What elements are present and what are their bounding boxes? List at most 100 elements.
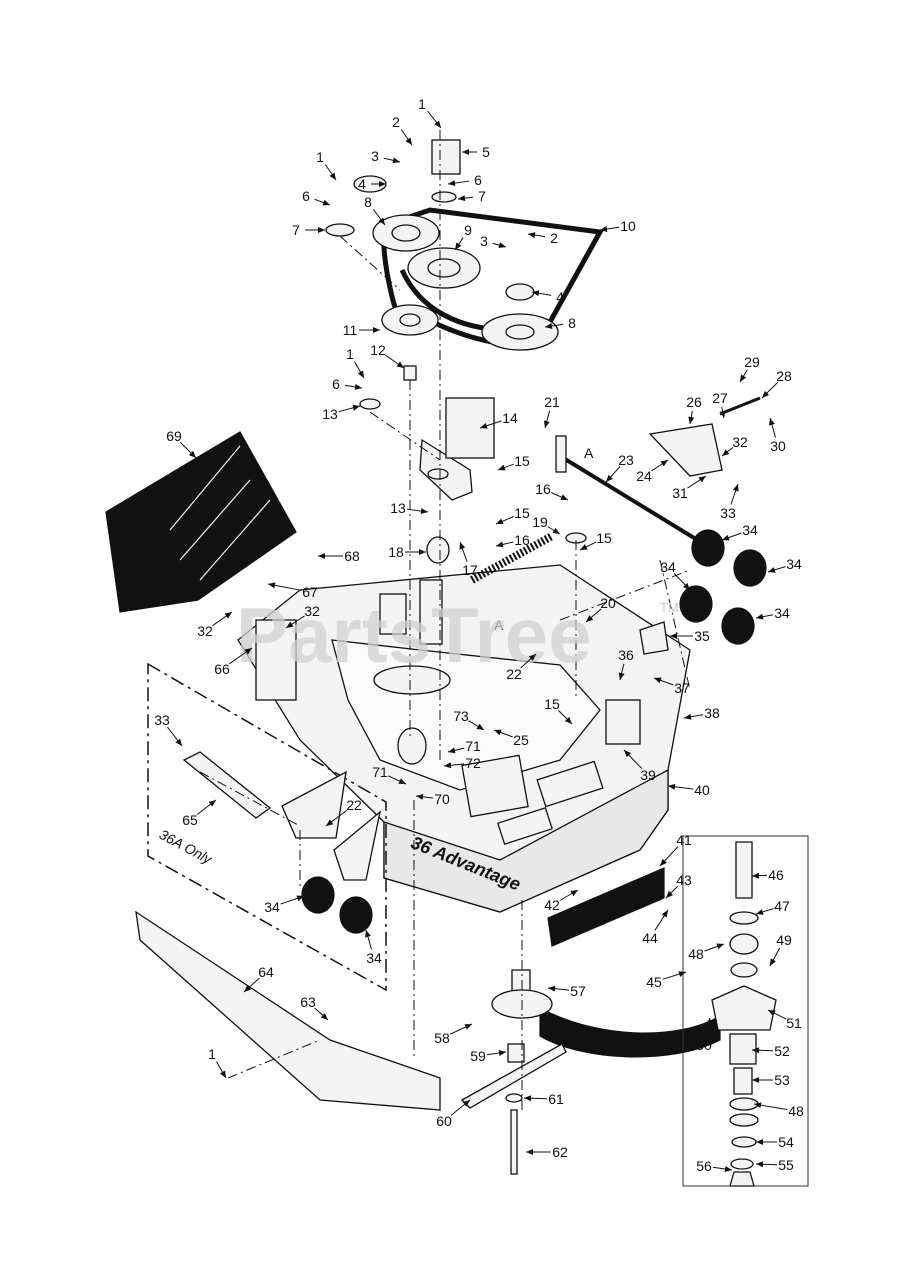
callout-58: 58	[434, 1023, 473, 1046]
callout-number: 68	[344, 548, 360, 564]
callout-number: 73	[453, 708, 469, 724]
callout-51: 51	[767, 1009, 802, 1031]
callout-39: 39	[623, 749, 656, 783]
leader-arrowhead	[722, 449, 730, 456]
callout-number: 61	[548, 1091, 564, 1107]
callout-number: 62	[552, 1144, 568, 1160]
leader-arrowhead	[580, 544, 588, 550]
leader-arrowhead	[752, 1047, 760, 1054]
leader-arrowhead	[586, 615, 594, 622]
leader-arrowhead	[660, 460, 668, 467]
callout-number: 34	[264, 899, 280, 915]
leader-arrowhead	[666, 890, 674, 898]
callout-number: 25	[513, 732, 529, 748]
callout-36: 36	[618, 647, 634, 681]
leader-arrowhead	[552, 527, 560, 534]
leader-arrowhead	[528, 654, 536, 661]
callout-44: 44	[642, 909, 669, 946]
callout-16: 16	[535, 481, 569, 501]
callout-25: 25	[493, 729, 529, 748]
leader-arrowhead	[543, 420, 550, 428]
rollers	[301, 396, 767, 934]
callout-69: 69	[166, 428, 197, 459]
leader-arrowhead	[296, 895, 304, 902]
leader-arrowhead	[678, 971, 686, 977]
callout-21: 21	[543, 394, 560, 429]
callout-number: 16	[514, 532, 530, 548]
leader-arrowhead	[545, 323, 553, 329]
leader-arrowhead	[768, 567, 776, 573]
leader-arrowhead	[416, 793, 424, 800]
callout-number: 13	[322, 406, 338, 422]
callout-number: 1	[418, 96, 426, 112]
leader-arrowhead	[660, 858, 667, 866]
callout-16: 16	[495, 532, 530, 548]
callout-34: 34	[755, 605, 790, 621]
callout-number: 1	[316, 149, 324, 165]
leader-arrowhead	[654, 677, 662, 684]
callout-1: 1	[208, 1046, 227, 1079]
callout-73: 73	[453, 708, 485, 731]
leader-arrowhead	[392, 157, 400, 164]
callout-34: 34	[264, 895, 305, 915]
callout-number: 1	[208, 1046, 216, 1062]
callout-number: 32	[732, 434, 748, 450]
callout-2: 2	[527, 230, 558, 246]
callout-14: 14	[479, 410, 518, 429]
callout-number: 7	[478, 188, 486, 204]
callout-number: 58	[434, 1030, 450, 1046]
callout-number: 15	[514, 453, 530, 469]
callout-number: 65	[182, 812, 198, 828]
spindle-blade	[460, 867, 721, 1175]
callout-29: 29	[739, 354, 760, 383]
callout-number: 60	[436, 1113, 452, 1129]
callout-59: 59	[470, 1048, 507, 1064]
callout-7: 7	[457, 188, 486, 204]
callout-number: 47	[774, 898, 790, 914]
leader-arrowhead	[398, 778, 406, 784]
callout-15: 15	[544, 696, 573, 725]
callout-number: 3	[480, 233, 488, 249]
leader-arrowhead	[606, 474, 613, 482]
callout-number: 27	[712, 390, 728, 406]
callout-32: 32	[285, 603, 320, 629]
leader-arrowhead	[329, 172, 336, 180]
callout-number: 11	[343, 322, 358, 338]
leader-arrowhead	[732, 484, 739, 492]
callout-number: 40	[694, 782, 710, 798]
callout-number: 5	[482, 144, 490, 160]
leader-arrowhead	[532, 290, 540, 297]
callout-number: 13	[390, 500, 406, 516]
callout-number: 72	[465, 755, 481, 771]
callout-number: 36	[618, 647, 634, 663]
callout-number: 67	[302, 584, 318, 600]
leader-arrowhead	[716, 943, 724, 950]
callout-number: 70	[434, 791, 450, 807]
callout-number: 6	[302, 188, 310, 204]
callout-1: 1	[346, 346, 365, 379]
leader-arrowhead	[320, 1013, 328, 1020]
callout-72: 72	[443, 755, 481, 771]
leader-arrowhead	[268, 582, 276, 589]
leader-arrowhead	[682, 582, 690, 590]
leader-arrowhead	[244, 648, 252, 655]
reference-letter-a: A	[584, 445, 594, 461]
idler-assembly	[359, 365, 587, 584]
callout-33: 33	[720, 483, 739, 521]
leader-arrowhead	[405, 137, 412, 145]
callout-12: 12	[370, 342, 405, 369]
leader-arrowhead	[528, 232, 536, 239]
callout-number: 33	[154, 712, 170, 728]
callout-4: 4	[358, 176, 386, 192]
leader-arrowhead	[494, 729, 502, 736]
leader-arrowhead	[624, 750, 632, 758]
callout-8: 8	[544, 315, 576, 331]
callout-7: 7	[292, 222, 325, 238]
callout-number: 9	[464, 222, 472, 238]
callout-19: 19	[532, 514, 561, 535]
leader-arrowhead	[244, 985, 252, 992]
leader-arrowhead	[459, 542, 466, 550]
callout-41: 41	[659, 832, 692, 867]
callout-number: 41	[676, 832, 692, 848]
